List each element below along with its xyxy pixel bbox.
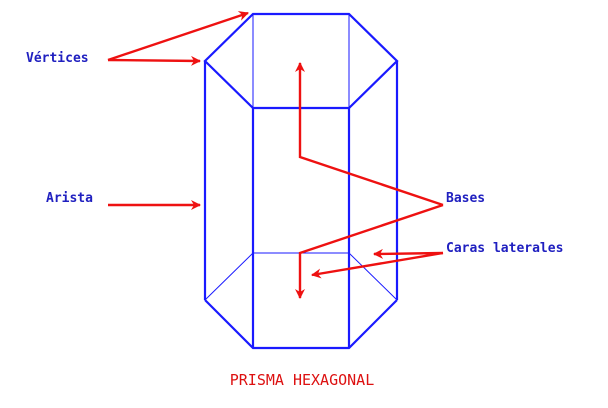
caras-laterales-arrow-center [311,251,444,279]
bases-arrow-down [295,203,444,299]
diagram-title: PRISMA HEXAGONAL [230,371,375,389]
label-bases: Bases [446,191,485,206]
label-vertices: Vértices [26,51,89,66]
bases-arrow-up [295,62,444,207]
label-arista: Arista [46,191,93,206]
caras-laterales-arrow-right [373,248,444,259]
label-caras-laterales: Caras laterales [446,241,563,256]
vertices-arrow-top [107,11,249,62]
vertices-arrow-left [107,55,201,66]
bottom-base-front [204,299,398,350]
annotation-arrows [107,11,444,299]
